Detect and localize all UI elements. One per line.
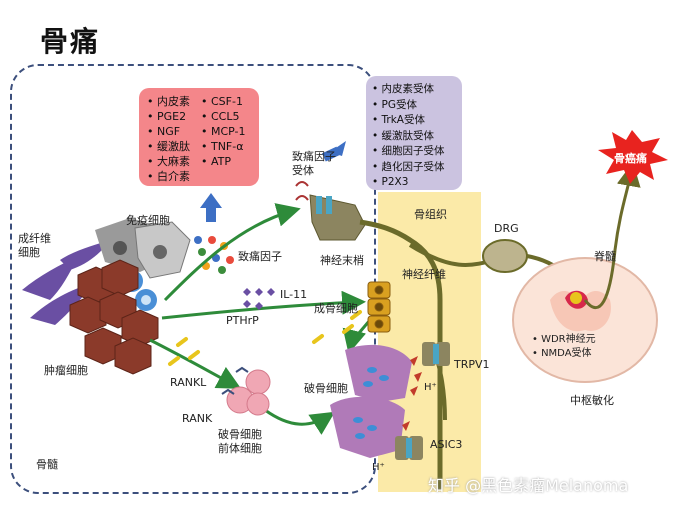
spinal-cord-label: 脊髓 bbox=[594, 250, 616, 263]
bone-tissue-label: 骨组织 bbox=[414, 208, 447, 221]
pain-factor-receptor-shape bbox=[295, 181, 332, 214]
drg-ganglion bbox=[482, 239, 528, 273]
osteoblast-label: 成骨细胞 bbox=[314, 302, 358, 315]
receptor-item: • 趋化因子受体 bbox=[372, 160, 445, 173]
nerve-ending-shape bbox=[309, 194, 366, 241]
factor-item: • 内皮素 bbox=[147, 95, 190, 108]
arrow-tumor-to-nerve bbox=[163, 203, 301, 302]
ascending-pathway bbox=[583, 162, 641, 309]
pain-factor-label: 致痛因子 bbox=[238, 250, 282, 263]
dorsal-horn-neuron bbox=[565, 290, 588, 309]
factor-item: • 白介素 bbox=[147, 170, 190, 183]
arrow-precursor-to-osteoclast bbox=[264, 408, 336, 435]
blue-arrow-right bbox=[321, 141, 346, 162]
hplus-label-lower: H⁺ bbox=[372, 462, 385, 473]
receptor-item: • TrkA受体 bbox=[372, 114, 425, 126]
factor-item: • TNF-α bbox=[201, 140, 244, 153]
rank-receptors bbox=[221, 366, 249, 395]
factor-item: • PGE2 bbox=[147, 110, 187, 123]
il11-pthrp-markers bbox=[243, 288, 275, 310]
arrow-tumor-to-rank bbox=[149, 338, 242, 389]
nmda-receptor-label: • NMDA受体 bbox=[532, 348, 592, 359]
factor-item: • CCL5 bbox=[201, 110, 240, 123]
page-title: 骨痛 bbox=[40, 25, 101, 58]
fibroblast-label: 成纤维 细胞 bbox=[18, 232, 51, 259]
nerve-fiber-main bbox=[359, 219, 443, 490]
rankl-marks bbox=[168, 310, 362, 366]
nerve-ending-label: 神经末梢 bbox=[320, 254, 364, 267]
osteoblast-cells bbox=[367, 281, 391, 333]
factor-item: • CSF-1 bbox=[201, 95, 243, 108]
receptors-box: • 内皮素受体 • PG受体 • TrkA受体 • 缓激肽受体 • 细胞因子受体… bbox=[366, 76, 462, 190]
trpv1-channel bbox=[422, 342, 450, 366]
factor-item: • 大麻素 bbox=[147, 155, 190, 168]
factor-item: • MCP-1 bbox=[201, 125, 246, 138]
wdr-neuron-label: • WDR神经元 bbox=[532, 334, 596, 345]
cancer-pain-star bbox=[598, 130, 668, 184]
arrow-osteoblast-to-osteoclast bbox=[342, 319, 372, 354]
asic3-channel bbox=[395, 436, 423, 460]
il11-label: IL-11 bbox=[280, 288, 308, 301]
asic3-label: ASIC3 bbox=[430, 438, 463, 451]
osteoclast-precursor-label: 破骨细胞 前体细胞 bbox=[218, 428, 262, 455]
blue-arrow-up bbox=[200, 193, 222, 222]
receptor-item: • 缓激肽受体 bbox=[372, 129, 435, 142]
bone-marrow-region bbox=[10, 64, 376, 494]
drg-label: DRG bbox=[494, 222, 519, 235]
central-sensitization-label: 中枢敏化 bbox=[570, 394, 614, 407]
receptor-item: • 细胞因子受体 bbox=[372, 145, 445, 157]
pain-factors-right-column: • CSF-1 • CCL5 • MCP-1 • TNF-α • ATP bbox=[201, 94, 246, 169]
rankl-label: RANKL bbox=[170, 376, 207, 389]
receptor-item: • P2X3 bbox=[372, 176, 409, 188]
pain-factors-box: • 内皮素 • PGE2 • NGF • 缓激肽 • 大麻素 • 白介素 • C… bbox=[139, 88, 259, 186]
cancer-pain-label: 骨癌痛 bbox=[614, 152, 647, 165]
nerve-fiber-label: 神经纤维 bbox=[402, 268, 446, 281]
bone-marrow-label: 骨髓 bbox=[36, 458, 58, 471]
tumor-cell-label: 肿瘤细胞 bbox=[44, 364, 88, 377]
watermark-text: 知乎 @黑色素瘤Melanoma bbox=[428, 476, 629, 495]
rank-label: RANK bbox=[182, 412, 213, 425]
osteoclast-nuclei bbox=[353, 367, 389, 439]
receptor-item: • PG受体 bbox=[372, 98, 417, 111]
gray-matter bbox=[550, 290, 611, 332]
pain-factors-left-column: • 内皮素 • PGE2 • NGF • 缓激肽 • 大麻素 • 白介素 bbox=[147, 94, 190, 184]
hplus-label-upper: H⁺ bbox=[424, 382, 437, 393]
trpv1-label: TRPV1 bbox=[454, 358, 490, 371]
pain-factor-receptor-label: 致痛因子 受体 bbox=[292, 150, 336, 177]
factor-item: • 缓激肽 bbox=[147, 140, 190, 153]
factor-item: • ATP bbox=[201, 155, 232, 168]
immune-cell-label: 免疫细胞 bbox=[126, 214, 170, 227]
pthrp-label: PTHrP bbox=[226, 314, 259, 327]
factor-item: • NGF bbox=[147, 125, 181, 138]
arrow-tumor-to-osteoblast bbox=[161, 290, 366, 320]
tumor-cells bbox=[69, 259, 159, 375]
osteoclast-label: 破骨细胞 bbox=[304, 382, 348, 395]
receptor-item: • 内皮素受体 bbox=[372, 83, 435, 95]
